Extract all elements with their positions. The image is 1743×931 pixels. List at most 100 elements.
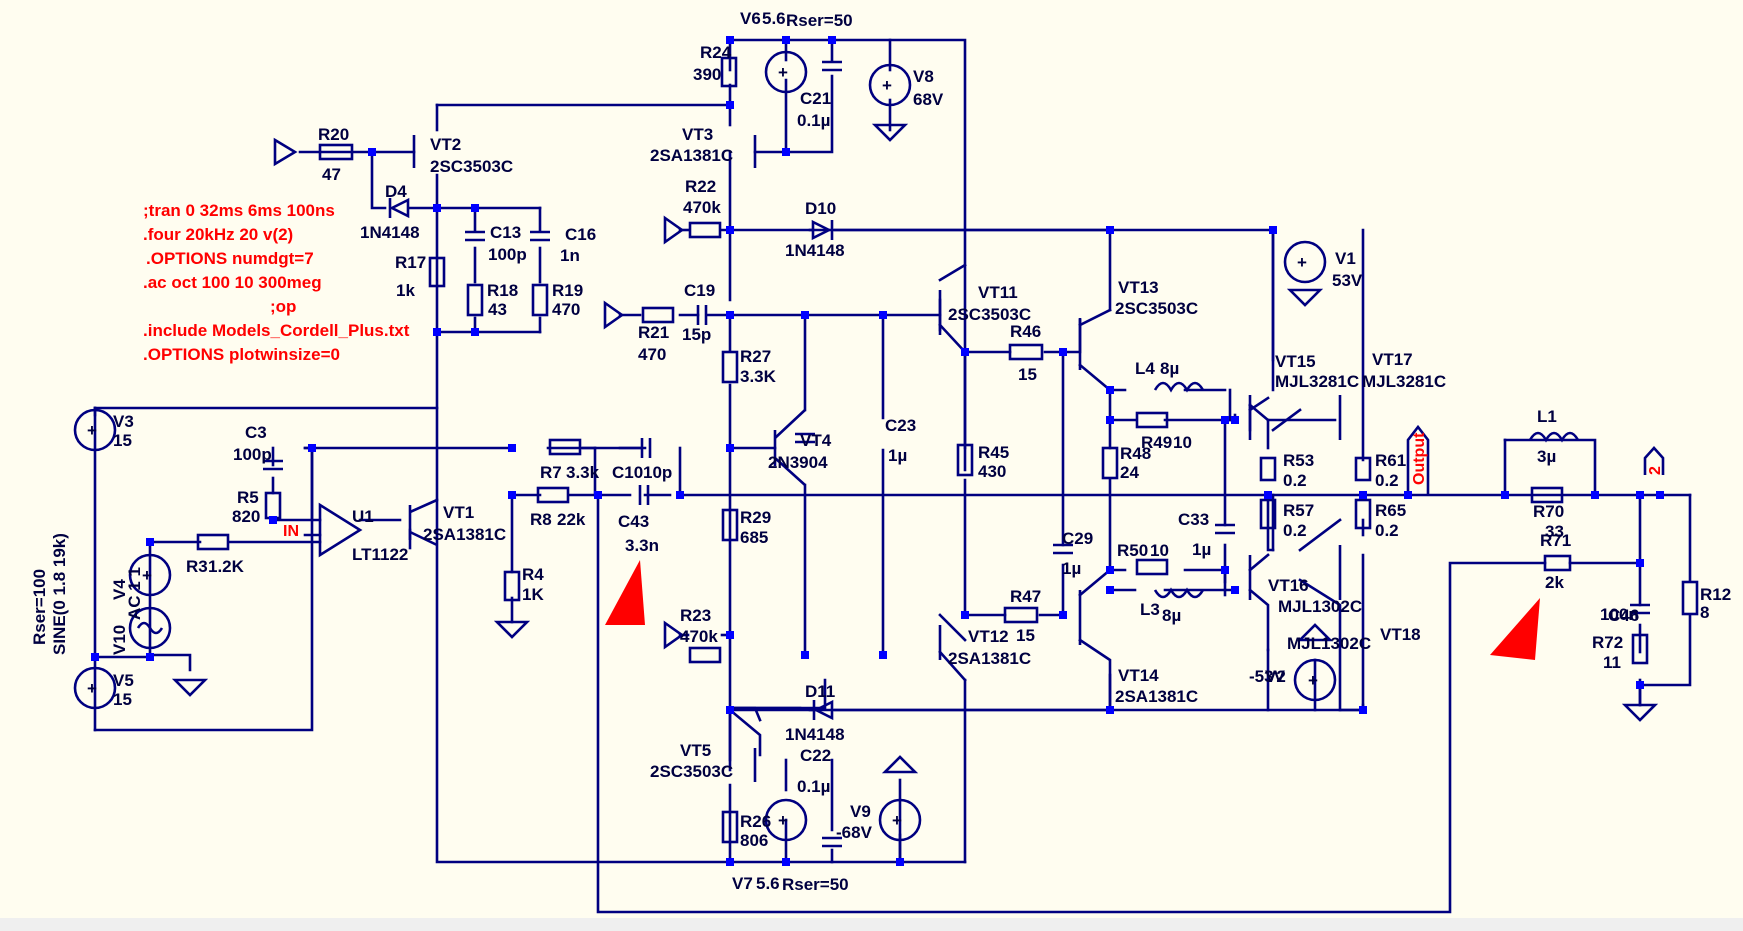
label-v4: V4 (110, 579, 129, 600)
ground-c46 (1621, 703, 1659, 722)
label-c22-val: 0.1µ (797, 777, 830, 796)
label-r48: R48 (1120, 444, 1151, 463)
resistor-r18 (466, 283, 484, 317)
label-r3-val: 1.2K (208, 557, 245, 576)
resistor-r24 (720, 56, 738, 88)
diode-d4 (388, 197, 410, 219)
svg-text:+: + (1308, 671, 1318, 690)
directive-tran[interactable]: ;tran 0 32ms 6ms 100ns (143, 201, 335, 220)
directive-include[interactable]: .include Models_Cordell_Plus.txt (143, 321, 410, 340)
capacitor-c21 (822, 60, 842, 72)
diode-d11 (812, 699, 834, 721)
capacitor-c29 (1053, 543, 1073, 555)
label-r20-val: 47 (322, 165, 341, 184)
label-vt14: VT14 (1118, 666, 1159, 685)
label-c33: C33 (1178, 510, 1209, 529)
label-vt12: VT12 (968, 627, 1009, 646)
label-v6-rser: Rser=50 (786, 11, 853, 30)
directive-numdgt[interactable]: .OPTIONS numdgt=7 (146, 249, 314, 268)
label-c46: C46 (1608, 606, 1639, 625)
label-r19: R19 (552, 281, 583, 300)
directive-plotwinsize[interactable]: .OPTIONS plotwinsize=0 (143, 345, 340, 364)
node2-flag (1643, 446, 1665, 475)
status-bar (0, 918, 1743, 931)
capacitor-c19 (696, 305, 708, 325)
label-d11-val: 1N4148 (785, 725, 845, 744)
label-r72: R72 (1592, 633, 1623, 652)
label-vt14-val: 2SA1381C (1115, 687, 1198, 706)
label-c19: C19 (684, 281, 715, 300)
label-r22-val: 470k (683, 198, 721, 217)
label-r45: R45 (978, 443, 1009, 462)
label-v2: V2 (1265, 667, 1286, 686)
label-c16: C16 (565, 225, 596, 244)
label-vt13: VT13 (1118, 278, 1159, 297)
label-r65: R65 (1375, 501, 1406, 520)
label-l3-val: 8µ (1162, 606, 1181, 625)
cursor-arrow-1 (605, 560, 645, 625)
label-d10: D10 (805, 199, 836, 218)
label-v7-val: 5.6 (756, 874, 780, 893)
label-vt5: VT5 (680, 741, 711, 760)
svg-text:+: + (87, 679, 97, 698)
label-l1: L1 (1537, 407, 1557, 426)
label-v7-rser: Rser=50 (782, 875, 849, 894)
ground-out (273, 137, 298, 167)
label-vt17-val: MJL3281C (1362, 372, 1446, 391)
label-v6: V6 (740, 9, 761, 28)
label-c3: C3 (245, 423, 267, 442)
label-r48-val: 24 (1120, 463, 1139, 482)
net-label-output: Output (1411, 432, 1428, 485)
capacitor-c22 (822, 836, 842, 848)
label-c43-val: 3.3n (625, 536, 659, 555)
label-r70-val: 33 (1545, 522, 1564, 541)
ground-r4 (493, 620, 531, 639)
label-u1: U1 (352, 507, 374, 526)
label-r21: R21 (638, 323, 669, 342)
label-vt2-val: 2SC3503C (430, 157, 513, 176)
label-r46: R46 (1010, 322, 1041, 341)
label-c19-val: 15p (682, 325, 711, 344)
label-u1-val: LT1122 (352, 545, 408, 564)
spice-directives[interactable]: ;tran 0 32ms 6ms 100ns .four 20kHz 20 v(… (143, 201, 410, 364)
label-vt3-val: 2SA1381C (650, 146, 733, 165)
resistor-r12 (1681, 580, 1699, 616)
label-vt18: VT18 (1380, 625, 1421, 644)
inductor-l4 (1153, 381, 1205, 393)
label-vt18-val: MJL1302C (1287, 634, 1371, 653)
net-label-in: IN (283, 523, 299, 540)
label-vt15-val: MJL3281C (1275, 372, 1359, 391)
label-r29-val: 685 (740, 528, 768, 547)
label-r18: R18 (487, 281, 518, 300)
label-v7: V7 (732, 874, 753, 893)
label-r5-val: 820 (232, 507, 260, 526)
label-v3: V3 (113, 412, 134, 431)
source-v2: + (1293, 658, 1337, 702)
resistor-r57 (1259, 498, 1277, 530)
label-vt4-val: 2N3904 (768, 453, 828, 472)
junctions (91, 36, 1664, 866)
directive-four[interactable]: .four 20kHz 20 v(2) (143, 225, 293, 244)
svg-text:+: + (87, 421, 97, 440)
directive-op[interactable]: ;op (270, 297, 296, 316)
ground-v1 (1286, 288, 1324, 307)
directive-ac[interactable]: .ac oct 100 10 300meg (143, 273, 322, 292)
label-r24-val: 390 (693, 65, 721, 84)
ground-v2 (1296, 623, 1334, 642)
label-c21: C21 (800, 89, 831, 108)
label-r50: R50 (1117, 541, 1148, 560)
label-vt5-val: 2SC3503C (650, 762, 733, 781)
ground-v9 (881, 755, 919, 774)
capacitor-c43 (638, 485, 650, 505)
label-r57: R57 (1283, 501, 1314, 520)
label-c43: C43 (618, 512, 649, 531)
label-r8: R8 (530, 510, 552, 529)
label-r71: R71 (1540, 531, 1571, 550)
resistor-r72 (1631, 633, 1649, 665)
label-vt3: VT3 (682, 125, 713, 144)
label-r47-val: 15 (1016, 626, 1035, 645)
label-r29: R29 (740, 508, 771, 527)
label-c10: C10 (612, 463, 643, 482)
capacitor-c10 (640, 438, 652, 458)
